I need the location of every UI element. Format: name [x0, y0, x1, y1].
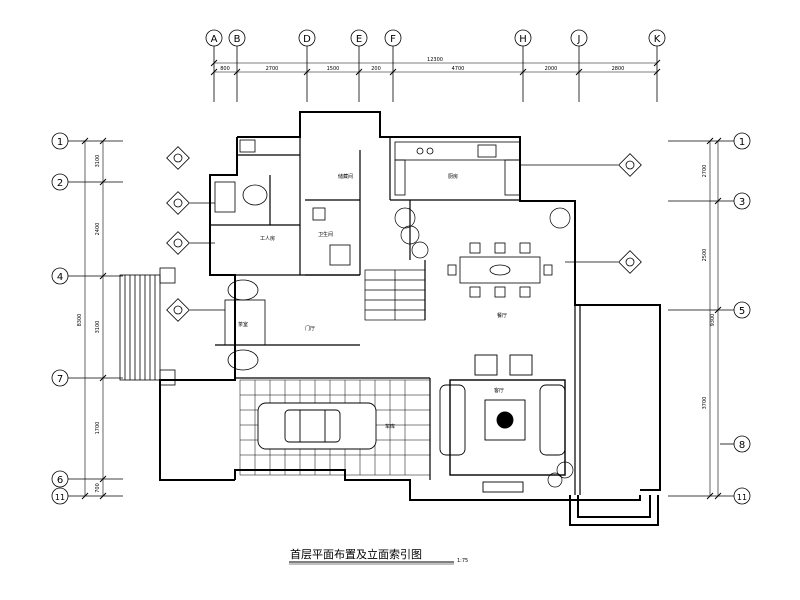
car: [257, 402, 377, 450]
dim-left-seg-5: 700: [95, 483, 101, 493]
room-label-kitchen: 厨房: [448, 173, 458, 180]
dim-left-total: 8300: [77, 314, 83, 327]
dim-top-seg-4: 200: [371, 66, 381, 72]
grid-axis-right-1: 1: [668, 132, 751, 150]
grid-axis-right-3: 3: [668, 192, 751, 210]
grid-axis-b: B: [228, 29, 246, 102]
dim-right-total: 9300: [710, 314, 716, 327]
grid-axis-e: E: [350, 29, 368, 102]
interior-walls: [210, 137, 581, 495]
dim-right-seg-3: 3700: [702, 397, 708, 410]
dimension-chain-right: 9300 2700 2500 3700: [702, 137, 722, 500]
grid-axis-right-5: 5: [668, 301, 751, 319]
grid-label-right-3: 3: [739, 197, 745, 208]
dimension-chain-top: 12300 800 2700 1500 200 4700 2000 2800: [210, 57, 661, 76]
room-labels: 厨房 餐厅 客厅 卫生间 工人房 车库 储藏间 门厅 茶室: [238, 173, 507, 430]
grid-label-left-7: 7: [57, 374, 63, 385]
room-label-garage: 车库: [385, 423, 395, 430]
grid-axis-left-1: 1: [51, 132, 123, 150]
grid-axis-h: H: [514, 29, 532, 102]
room-label-bathroom: 卫生间: [318, 231, 333, 238]
grid-label-right-8: 8: [739, 440, 745, 451]
grid-axis-left-7: 7: [51, 369, 123, 387]
grid-label-a: A: [211, 34, 218, 45]
dim-left-seg-4: 1700: [95, 422, 101, 435]
grid-label-f: F: [390, 34, 396, 45]
dim-top-seg-7: 2800: [612, 66, 625, 72]
grid-label-left-4: 4: [57, 272, 63, 283]
grid-axis-left-11: 11: [51, 487, 123, 505]
potted-plants: [394, 207, 574, 488]
grid-axis-left-4: 4: [51, 267, 123, 285]
room-label-living: 客厅: [494, 387, 504, 394]
grid-label-e: E: [356, 34, 362, 45]
room-label-foyer: 门厅: [305, 325, 315, 332]
grid-axis-f: F: [384, 29, 402, 102]
dim-top-seg-3: 1500: [327, 66, 340, 72]
grid-axis-left-6: 6: [51, 470, 123, 488]
room-label-servant: 工人房: [260, 235, 275, 242]
grid-axis-a: A: [205, 29, 223, 102]
room-label-dining: 餐厅: [497, 312, 507, 319]
dim-top-seg-6: 2000: [545, 66, 558, 72]
dim-top-seg-1: 800: [220, 66, 230, 72]
grid-label-left-2: 2: [57, 178, 63, 189]
grid-axis-k: K: [648, 29, 666, 102]
bathroom-fixtures: [214, 139, 351, 371]
dim-top-total: 12300: [427, 57, 443, 63]
drawing-title: 首层平面布置及立面索引图: [290, 547, 422, 561]
dim-left-seg-2: 2400: [95, 223, 101, 236]
grid-label-left-6: 6: [57, 475, 63, 486]
exterior-walls: [159, 111, 661, 526]
drawing-title-block: 首层平面布置及立面索引图 1:75: [289, 547, 468, 565]
staircase: [364, 269, 426, 321]
grid-label-left-11: 11: [55, 493, 65, 502]
grid-label-k: K: [654, 34, 661, 45]
dim-left-seg-1: 3100: [95, 155, 101, 168]
dim-top-seg-5: 4700: [452, 66, 465, 72]
grid-axes-left: 1 2 4 7 6 11: [51, 132, 123, 505]
grid-label-b: B: [234, 34, 241, 45]
grid-label-j: J: [577, 34, 581, 45]
grid-axis-right-8: 8: [720, 435, 751, 453]
elevation-index-symbols: [166, 146, 642, 322]
grid-axes-right: 1 3 5 8 11: [668, 132, 751, 505]
dim-right-seg-2: 2500: [702, 249, 708, 262]
living-room-furniture: [439, 354, 566, 493]
grid-label-right-11: 11: [737, 493, 747, 502]
grid-axes-top: A B D E F H J: [205, 29, 666, 102]
grid-label-h: H: [519, 34, 527, 45]
dim-right-seg-1: 2700: [702, 165, 708, 178]
grid-label-right-1: 1: [739, 137, 745, 148]
grid-label-left-1: 1: [57, 137, 63, 148]
grid-label-d: D: [303, 34, 311, 45]
entrance-terrace: [119, 267, 176, 386]
drawing-scale: 1:75: [457, 558, 468, 564]
kitchen-counter: [394, 141, 521, 196]
dining-table: [447, 242, 553, 298]
grid-axis-j: J: [570, 29, 588, 102]
grid-axis-d: D: [298, 29, 316, 102]
dimension-chain-left: 8300 3100 2400 3100 1700 700: [77, 137, 107, 500]
grid-axis-right-11: 11: [668, 487, 751, 505]
grid-axis-left-2: 2: [51, 173, 123, 191]
room-label-storage: 储藏间: [338, 173, 353, 180]
dim-left-seg-3: 3100: [95, 321, 101, 334]
room-label-tea-room: 茶室: [238, 321, 248, 328]
grid-label-right-5: 5: [739, 306, 745, 317]
dim-top-seg-2: 2700: [266, 66, 279, 72]
